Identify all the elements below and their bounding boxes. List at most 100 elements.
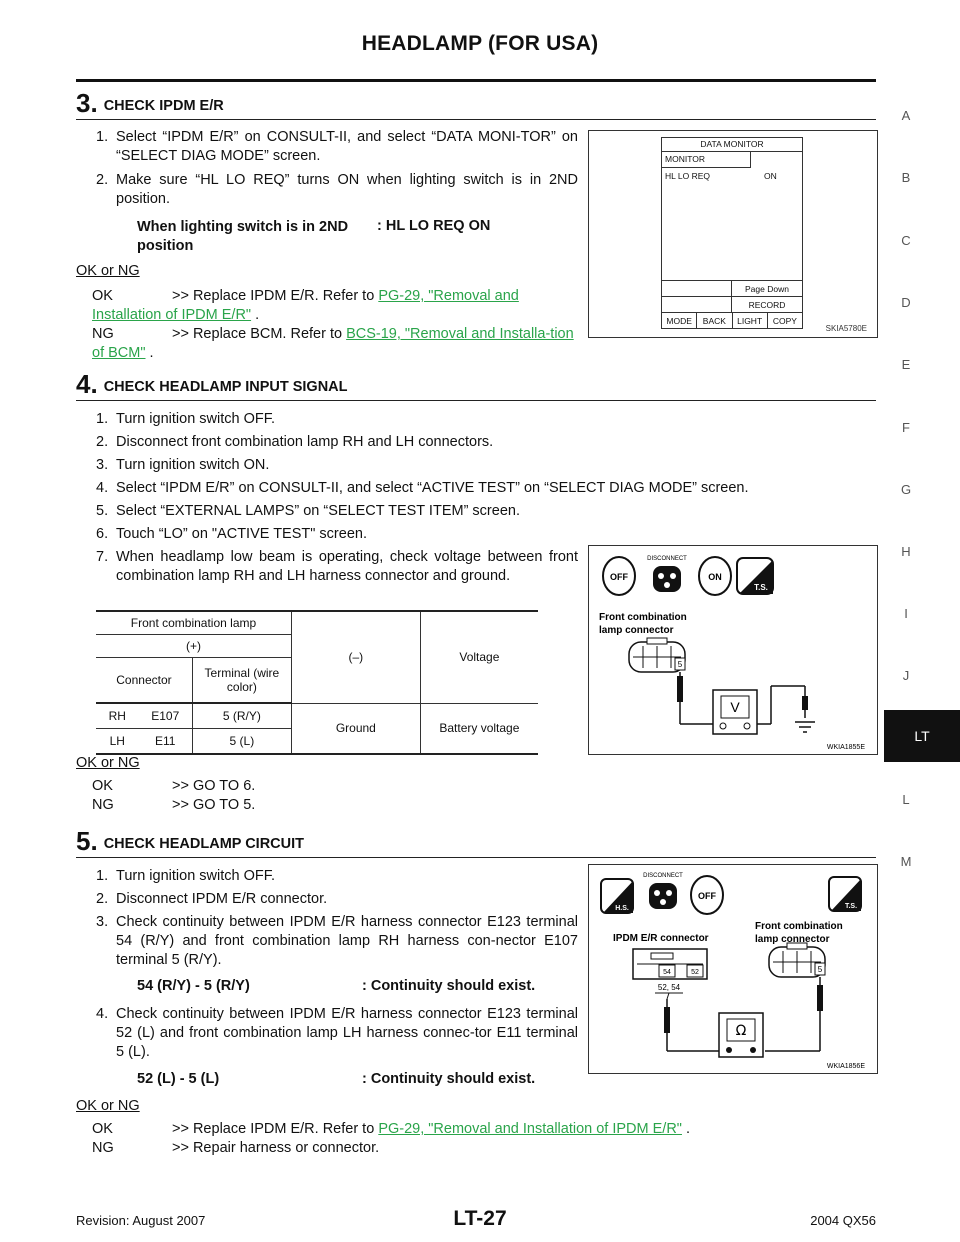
table-cell-battery-voltage: Battery voltage <box>419 703 538 755</box>
consult-item-name: HL LO REQ <box>665 171 711 181</box>
consult-light-button[interactable]: LIGHT <box>733 313 768 329</box>
consult-screen: DATA MONITOR MONITOR HL LO REQ ON Page D… <box>661 137 803 329</box>
table-header-terminal: Terminal (wire color) <box>191 657 292 704</box>
side-index-d[interactable]: D <box>901 295 911 310</box>
disconnect-icon: DISCONNECT <box>647 556 687 592</box>
page-title: HEADLAMP (FOR USA) <box>361 32 599 55</box>
section-3-number: 3. <box>76 88 98 118</box>
s5-step-2: 2.Disconnect IPDM E/R connector. <box>96 891 328 907</box>
s3-ok-link[interactable]: PG-29, "Removal and Installation of IPDM… <box>92 288 519 323</box>
figure-code: WKIA1855E <box>827 744 865 751</box>
table-cell-ground: Ground <box>290 703 421 755</box>
table-header-connector: Connector <box>96 657 193 704</box>
svg-text:H.S.: H.S. <box>615 905 629 912</box>
side-index-h[interactable]: H <box>901 544 911 559</box>
side-index-f[interactable]: F <box>902 420 910 435</box>
fig5-lamp-label-line2: lamp connector <box>755 934 830 945</box>
ohmmeter-icon: Ω <box>718 1012 764 1058</box>
consult-item-value: ON <box>764 171 777 181</box>
footer-revision: Revision: August 2007 <box>76 1213 206 1228</box>
svg-text:52, 54: 52, 54 <box>658 983 681 992</box>
s5-spec-1-result: : Continuity should exist. <box>362 978 536 994</box>
section-3-heading: 3. CHECK IPDM E/R <box>76 88 224 119</box>
s5-ok-link[interactable]: PG-29, "Removal and Installation of IPDM… <box>378 1121 682 1137</box>
svg-text:V: V <box>730 699 740 715</box>
s5-spec-2-terminals: 52 (L) - 5 (L) <box>137 1071 220 1087</box>
fig4-label-line1: Front combination <box>599 612 687 623</box>
side-index-a[interactable]: A <box>901 108 911 123</box>
side-index-i[interactable]: I <box>904 606 908 621</box>
svg-text:DISCONNECT: DISCONNECT <box>643 873 683 879</box>
s3-ok-result: OK>> Replace IPDM E/R. Refer to PG-29, "… <box>92 288 519 323</box>
s5-ok-or-ng: OK or NG <box>76 1098 140 1114</box>
consult-mode-button[interactable]: MODE <box>662 313 698 329</box>
svg-text:52: 52 <box>691 969 699 976</box>
ts-icon: T.S. <box>828 876 862 912</box>
ignition-off-icon: OFF <box>602 556 636 596</box>
section-5-heading: 5.CHECK HEADLAMP CIRCUIT <box>76 826 304 857</box>
ignition-off-icon: OFF <box>690 875 724 915</box>
s4-ok-result: OK>> GO TO 6. <box>92 778 256 794</box>
s3-step-1: 1. Select “IPDM E/R” on CONSULT-II, and … <box>96 129 578 164</box>
table-header-voltage: Voltage <box>419 610 538 704</box>
consult-back-button[interactable]: BACK <box>697 313 733 329</box>
table-header-minus: (–) <box>290 610 421 704</box>
consult-item-row: HL LO REQ ON <box>662 168 802 190</box>
consult-monitor-label: MONITOR <box>662 152 751 168</box>
fig4-label-line2: lamp connector <box>599 625 674 636</box>
s3-step-2: 2. Make sure “HL LO REQ” turns ON when l… <box>96 172 578 207</box>
side-index-j[interactable]: J <box>902 668 910 683</box>
table-cell-connector: E107 <box>138 703 193 729</box>
voltmeter-icon: V <box>712 689 758 735</box>
side-index-lt-active[interactable]: LT <box>884 710 960 762</box>
side-index-b[interactable]: B <box>901 170 911 185</box>
side-index-e[interactable]: E <box>901 357 911 372</box>
s4-step-4: 4.Select “IPDM E/R” on CONSULT-II, and s… <box>96 480 749 496</box>
table-cell-terminal: 5 (R/Y) <box>191 703 292 729</box>
s3-ng-link[interactable]: BCS-19, "Removal and Installa-tion of BC… <box>92 326 574 361</box>
side-index-m[interactable]: M <box>900 854 912 869</box>
voltage-table: Front combination lamp (–) Voltage (+) C… <box>96 610 538 755</box>
svg-text:5: 5 <box>678 660 683 669</box>
s5-step-3: 3.Check continuity between IPDM E/R harn… <box>96 914 578 968</box>
lamp-connector-icon: 5 <box>768 942 826 978</box>
s5-step-4: 4.Check continuity between IPDM E/R harn… <box>96 1006 578 1060</box>
disconnect-icon: DISCONNECT <box>643 873 683 909</box>
s4-step-6: 6.Touch “LO” on "ACTIVE TEST" screen. <box>96 526 367 542</box>
s3-ng-result: NG>> Replace BCM. Refer to BCS-19, "Remo… <box>92 326 574 361</box>
s5-step-1: 1.Turn ignition switch OFF. <box>96 868 276 884</box>
consult-page-down-button[interactable]: Page Down <box>731 281 802 297</box>
fig5-lamp-label-line1: Front combination <box>755 921 843 932</box>
table-cell-side: LH <box>96 728 139 755</box>
s4-step-1: 1.Turn ignition switch OFF. <box>96 411 276 427</box>
s5-ng-result: NG>> Repair harness or connector. <box>92 1140 380 1156</box>
s3-spec-value: : HL LO REQ ON <box>377 218 491 234</box>
consult-screen-title: DATA MONITOR <box>662 138 802 152</box>
svg-text:Ω: Ω <box>736 1023 747 1039</box>
consult-copy-button[interactable]: COPY <box>772 316 797 326</box>
section-4-number: 4. <box>76 369 98 399</box>
voltage-check-diagram: OFF DISCONNECT ON T.S. Front combination… <box>599 556 865 751</box>
footer-model: 2004 QX56 <box>810 1213 876 1228</box>
s4-ng-result: NG>> GO TO 5. <box>92 797 256 813</box>
continuity-check-figure: H.S. DISCONNECT OFF T.S. IPDM E/R connec… <box>588 864 878 1074</box>
lamp-connector-icon: 5 <box>628 637 686 673</box>
side-index-c[interactable]: C <box>901 233 911 248</box>
table-cell-side: RH <box>96 703 139 729</box>
section-4-rule <box>76 400 876 401</box>
svg-text:DISCONNECT: DISCONNECT <box>647 556 687 562</box>
section-5-rule <box>76 857 876 858</box>
consult-record-button[interactable]: RECORD <box>731 297 802 313</box>
s4-step-2: 2.Disconnect front combination lamp RH a… <box>96 434 494 450</box>
section-3-title: CHECK IPDM E/R <box>103 98 224 114</box>
figure-code: SKIA5780E <box>825 324 867 333</box>
svg-text:T.S.: T.S. <box>754 583 768 592</box>
s3-spec-condition: When lighting switch is in 2ND position <box>137 219 349 254</box>
s5-ok-result: OK>> Replace IPDM E/R. Refer to PG-29, "… <box>92 1121 691 1137</box>
header-rule <box>76 79 876 82</box>
ground-icon <box>795 721 815 733</box>
s4-step-5: 5.Select “EXTERNAL LAMPS” on “SELECT TES… <box>96 503 520 519</box>
side-index-g[interactable]: G <box>900 482 912 497</box>
consult-data-monitor-figure: DATA MONITOR MONITOR HL LO REQ ON Page D… <box>588 130 878 338</box>
side-index-l[interactable]: L <box>902 792 910 807</box>
